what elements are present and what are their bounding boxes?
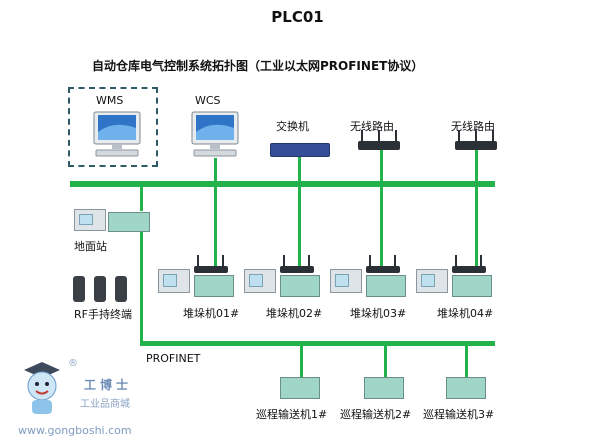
hmi-panel-icon [416,269,448,293]
plc-module-icon [108,212,150,232]
hmi-panel-icon [74,209,106,231]
wireless-router-icon [366,255,400,273]
watermark-url: www.gongboshi.com [18,424,132,437]
plc-module-icon [194,275,234,297]
diagram-subtitle: 自动仓库电气控制系统拓扑图（工业以太网PROFINET协议） [92,59,424,73]
plc-module-icon [446,377,486,399]
plc-module-icon [366,275,406,297]
conveyor-label-3: 巡程输送机3# [423,408,495,421]
profinet-vertical-left [140,232,143,344]
plc-module-icon [280,275,320,297]
plc-module-icon [280,377,320,399]
hmi-panel-icon [244,269,276,293]
switch-icon [270,143,330,157]
stacker-label-2: 堆垛机02# [266,307,323,320]
stacker-link-3 [380,187,383,267]
switch-label: 交换机 [276,120,309,133]
stacker-link-1 [214,187,217,267]
plc-module-icon [364,377,404,399]
profinet-bus-bottom [140,341,495,346]
wireless-router-icon [358,130,400,150]
stacker-label-3: 堆垛机03# [350,307,407,320]
wireless-router-icon [452,255,486,273]
router-label-1: 无线路由 [350,120,394,133]
computer-icon [90,110,144,160]
handheld-terminal-icon [73,276,85,302]
ground-station-label: 地面站 [74,240,107,253]
stacker-link-4 [475,187,478,267]
switch-link [298,157,301,182]
router-label-2: 无线路由 [451,120,495,133]
hmi-panel-icon [330,269,362,293]
handheld-terminal-icon [94,276,106,302]
stacker-link-2 [298,187,301,267]
mascot-logo-icon [18,360,66,416]
diagram-title: PLC01 [271,8,324,26]
rf-terminal-label: RF手持终端 [74,308,132,321]
wcs-link [214,158,217,182]
wcs-label: WCS [195,94,221,107]
wms-label: WMS [96,94,124,107]
router-link-2 [475,150,478,182]
conveyor-link-3 [465,346,468,378]
registered-mark: ® [68,358,78,369]
ground-station-link [140,187,143,211]
wireless-router-icon [194,255,228,273]
stacker-label-1: 堆垛机01# [183,307,240,320]
watermark-tagline: 工业品商城 [80,399,130,410]
plc-module-icon [452,275,492,297]
router-link-1 [380,150,383,182]
conveyor-label-2: 巡程输送机2# [340,408,412,421]
handheld-terminal-icon [115,276,127,302]
computer-icon [188,110,242,160]
profinet-label: PROFINET [146,352,201,365]
conveyor-link-2 [384,346,387,378]
ethernet-bus-top [70,181,495,187]
watermark-brand: 工博士 [84,378,133,392]
wireless-router-icon [455,130,497,150]
hmi-panel-icon [158,269,190,293]
wms-dashed-box [68,87,158,167]
conveyor-link-1 [300,346,303,378]
wireless-router-icon [280,255,314,273]
stacker-label-4: 堆垛机04# [437,307,494,320]
conveyor-label-1: 巡程输送机1# [256,408,328,421]
